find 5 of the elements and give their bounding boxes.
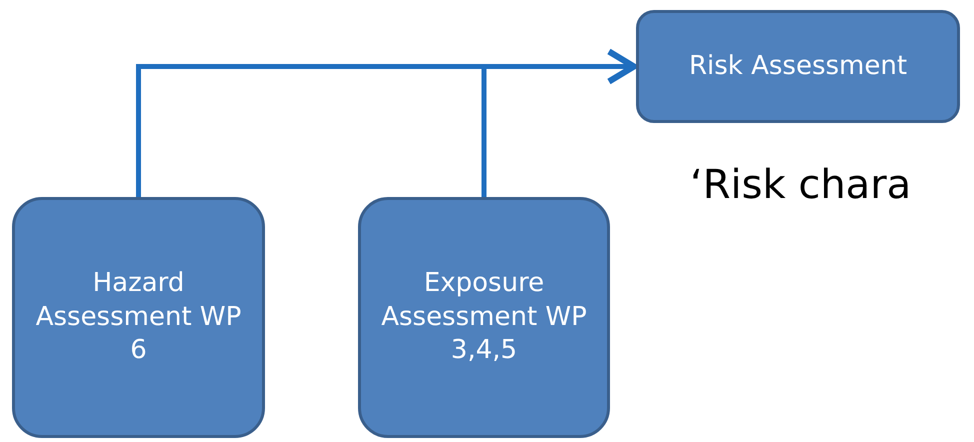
process-box: Risk Assessment: [636, 10, 960, 123]
note-text: ‘Risk chara: [690, 162, 912, 208]
process-box: Exposure Assessment WP 3,4,5: [358, 197, 610, 438]
process-box: Hazard Assessment WP 6: [12, 197, 265, 438]
arrow: [482, 48, 637, 197]
